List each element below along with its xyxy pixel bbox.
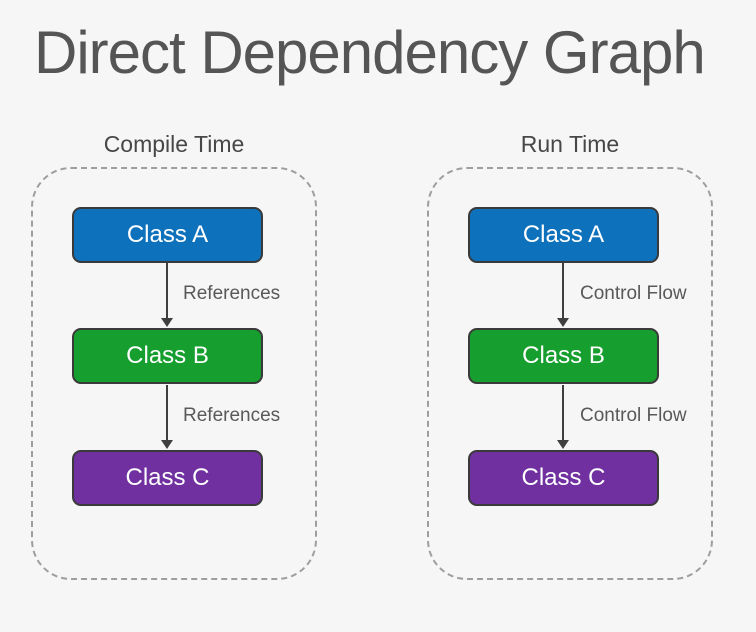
edge-label-references: References: [183, 405, 281, 426]
edge-label-control-flow: Control Flow: [580, 405, 687, 426]
panel-run-time: [427, 167, 713, 580]
arrow-head: [161, 318, 173, 327]
panel-compile-time: [31, 167, 317, 580]
edge-label-references: References: [183, 283, 281, 304]
node-class-a: Class A: [72, 207, 263, 263]
edge-label-control-flow: Control Flow: [580, 283, 687, 304]
panel-title-compile-time: Compile Time: [103, 131, 245, 157]
arrow-line: [562, 385, 564, 440]
node-class-c: Class C: [72, 450, 263, 506]
panel-title-run-time: Run Time: [520, 131, 620, 157]
node-class-b: Class B: [468, 328, 659, 384]
arrow-head: [161, 440, 173, 449]
arrow-line: [562, 263, 564, 318]
arrow-line: [166, 385, 168, 440]
node-class-a: Class A: [468, 207, 659, 263]
node-class-c: Class C: [468, 450, 659, 506]
arrow-head: [557, 440, 569, 449]
arrow-head: [557, 318, 569, 327]
arrow-line: [166, 263, 168, 318]
diagram-title: Direct Dependency Graph: [34, 19, 706, 86]
node-class-b: Class B: [72, 328, 263, 384]
